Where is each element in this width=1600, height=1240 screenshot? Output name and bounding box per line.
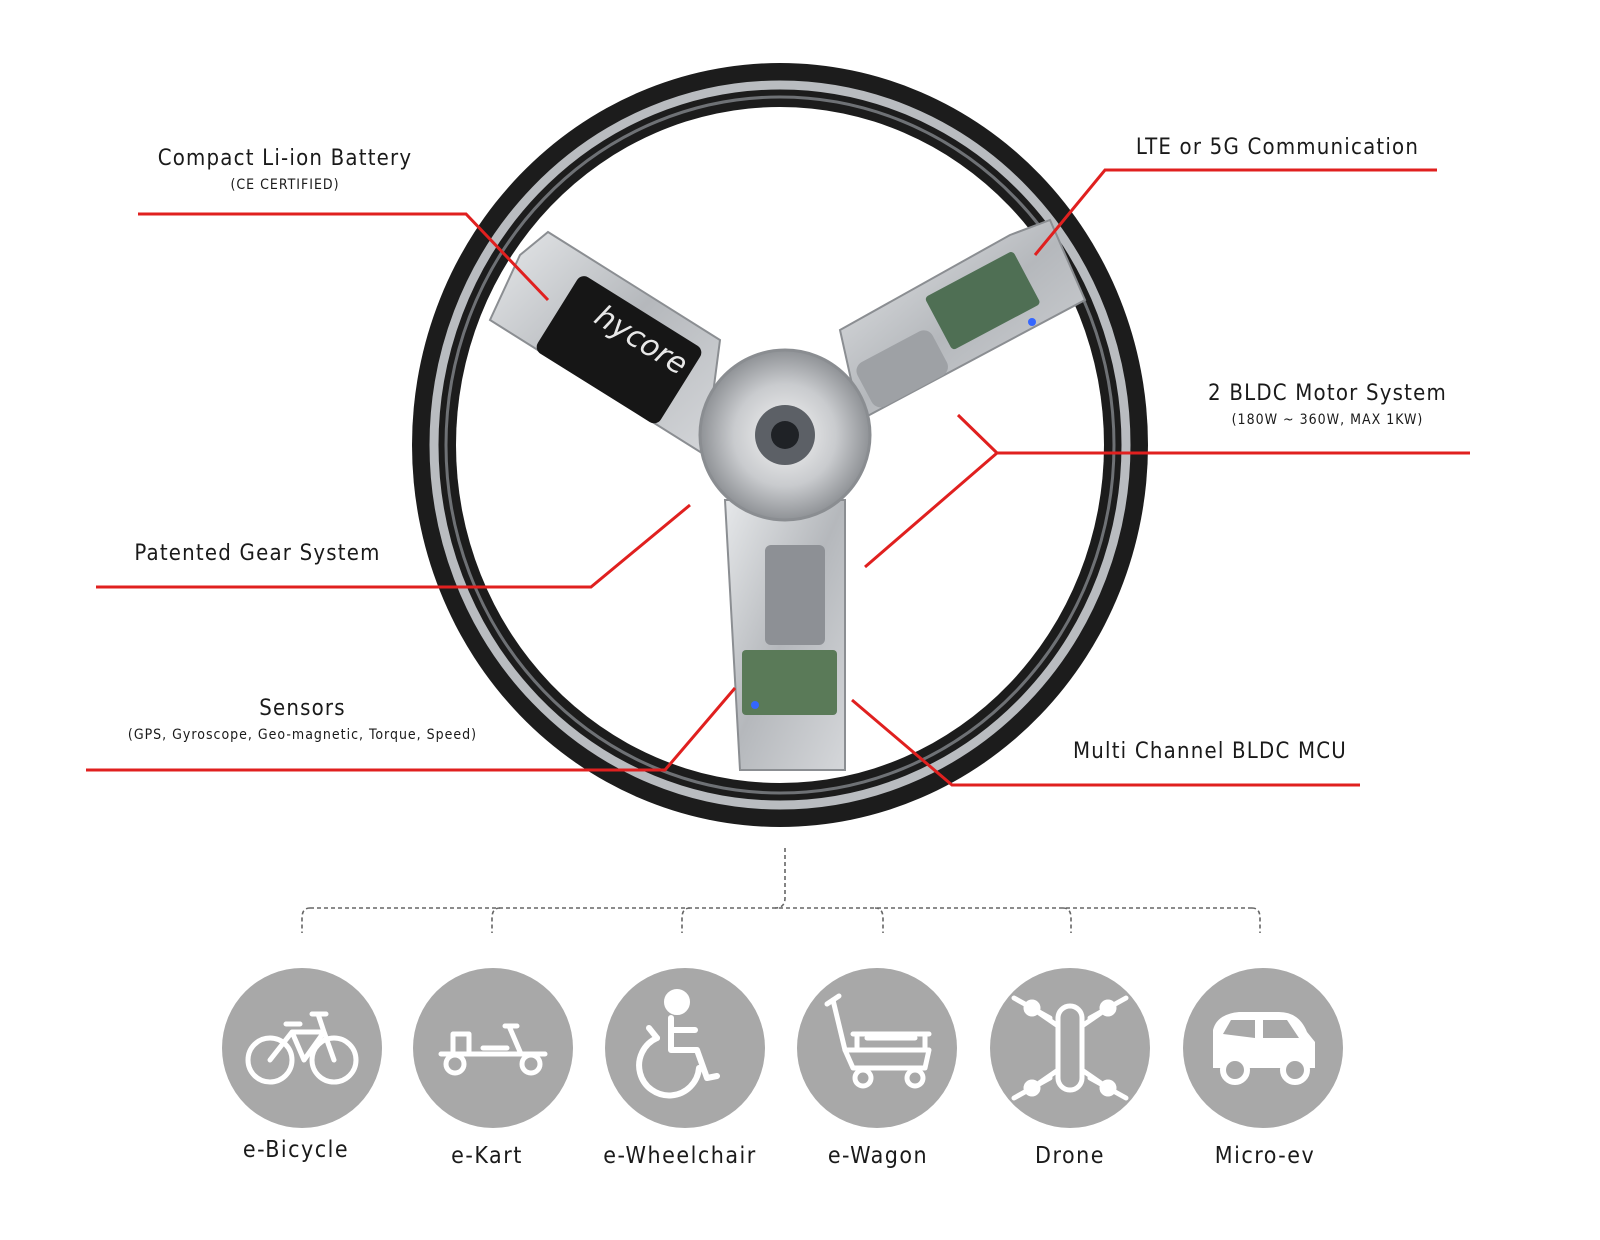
leader-comm xyxy=(1033,168,1437,256)
drone-icon xyxy=(1011,995,1129,1101)
leader-gear xyxy=(96,503,691,589)
callout-title: Sensors xyxy=(259,696,346,721)
app-microev xyxy=(1183,968,1343,1128)
mcu-board xyxy=(742,650,837,715)
leader-mcu xyxy=(851,698,1360,787)
callout-battery: Compact Li-ion Battery (CE CERTIFIED) xyxy=(150,146,420,193)
battery-pack xyxy=(536,276,702,424)
callout-title: 2 BLDC Motor System xyxy=(1208,381,1447,406)
app-label-ewagon: e-Wagon xyxy=(827,1143,929,1169)
callout-sensors: Sensors (GPS, Gyroscope, Geo-magnetic, T… xyxy=(105,696,500,743)
car-icon xyxy=(1213,1012,1315,1085)
callout-subtitle: (GPS, Gyroscope, Geo-magnetic, Torque, S… xyxy=(127,727,478,743)
app-label-ekart: e-Kart xyxy=(451,1143,523,1169)
callout-subtitle: (CE CERTIFIED) xyxy=(230,177,340,193)
wheelchair-icon xyxy=(636,989,720,1099)
rim xyxy=(429,80,1131,810)
kart-icon xyxy=(438,1023,548,1076)
callout-title: Multi Channel BLDC MCU xyxy=(1073,739,1347,764)
tree-trunk xyxy=(774,848,786,909)
app-label-ewheelchair: e-Wheelchair xyxy=(603,1143,757,1169)
callout-title: LTE or 5G Communication xyxy=(1135,135,1420,160)
callout-subtitle: (180W ~ 360W, MAX 1KW) xyxy=(1231,412,1424,428)
callout-gear: Patented Gear System xyxy=(125,541,390,566)
app-label-drone: Drone xyxy=(1035,1143,1105,1169)
app-ewagon xyxy=(797,968,957,1128)
callout-comm: LTE or 5G Communication xyxy=(1130,135,1425,160)
app-label-microev: Micro-ev xyxy=(1214,1143,1316,1169)
bicycle-icon xyxy=(245,1011,359,1085)
leader-sensors xyxy=(86,687,737,772)
app-label-ebicycle: e-Bicycle xyxy=(242,1137,350,1163)
motor-right xyxy=(856,330,948,408)
leader-battery xyxy=(138,212,550,302)
app-drone xyxy=(990,968,1150,1128)
app-ewheelchair xyxy=(605,968,765,1128)
motor-bottom xyxy=(765,545,825,645)
callout-title: Compact Li-ion Battery xyxy=(157,146,413,171)
callout-motor: 2 BLDC Motor System (180W ~ 360W, MAX 1K… xyxy=(1195,381,1460,428)
app-ekart xyxy=(413,968,573,1128)
app-ebicycle xyxy=(222,968,382,1128)
callout-title: Patented Gear System xyxy=(134,541,381,566)
comm-board xyxy=(925,252,1040,350)
wagon-icon xyxy=(824,993,932,1089)
callout-mcu: Multi Channel BLDC MCU xyxy=(1070,739,1350,764)
leader-motor-b xyxy=(864,451,998,569)
